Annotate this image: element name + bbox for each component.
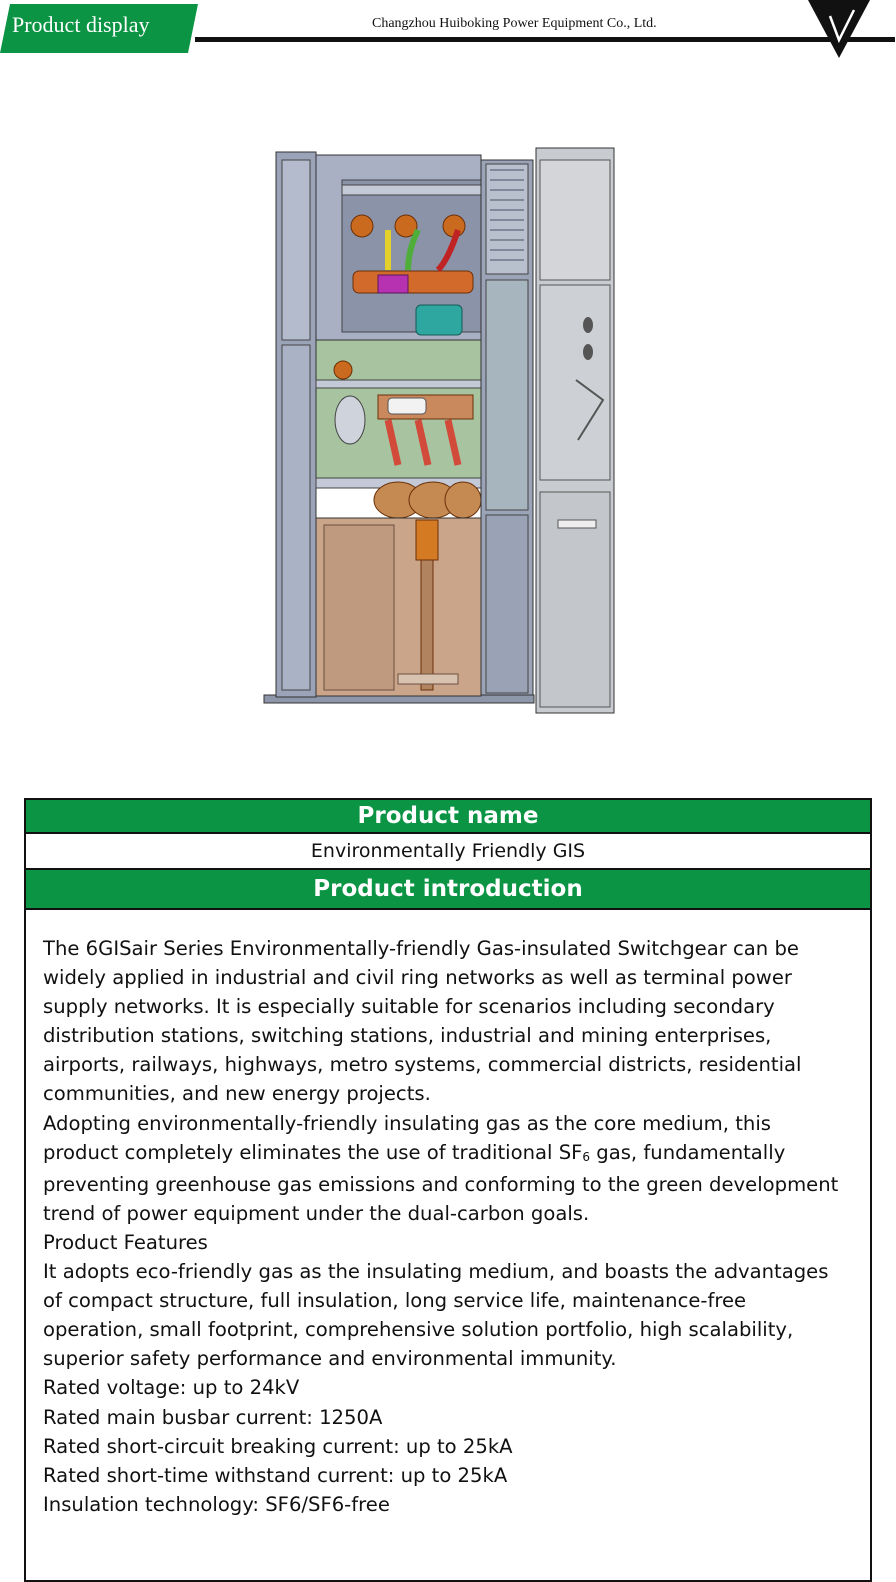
product-introduction-body: The 6GISair Series Environmentally-frien… [26,910,870,1580]
switchgear-illustration [263,147,615,714]
product-name-value: Environmentally Friendly GIS [26,832,870,868]
intro-paragraph-2: Adopting environmentally-friendly insula… [43,1109,852,1228]
product-table: Product name Environmentally Friendly GI… [24,798,872,1582]
paragraph-2-part-1: Adopting environmentally-friendly insula… [43,1111,771,1164]
section-badge-label: Product display [12,12,150,37]
badge-shape [0,4,198,53]
v-triangle-logo-icon [808,0,870,58]
spec-line: Insulation technology: SF6/SF6-free [43,1492,390,1516]
spec-line: Rated short-circuit breaking current: up… [43,1434,513,1458]
sf6-subscript: 6 [582,1149,591,1164]
features-paragraph: It adopts eco-friendly gas as the insula… [43,1260,829,1371]
product-name-heading: Product name [26,800,870,832]
page-header: Product display Changzhou Huiboking Powe… [0,0,896,60]
paragraph-2-part-2: gas, fundamentally preventing greenhouse… [43,1140,839,1225]
product-introduction-heading: Product introduction [26,868,870,910]
spec-line: Rated short-time withstand current: up t… [43,1463,508,1487]
spec-line: Rated main busbar current: 1250A [43,1405,383,1429]
company-name: Changzhou Huiboking Power Equipment Co.,… [372,16,657,31]
spec-line: Rated voltage: up to 24kV [43,1376,300,1400]
intro-paragraph-1: The 6GISair Series Environmentally-frien… [43,937,802,1106]
header-rule [195,37,895,42]
features-heading: Product Features [43,1230,208,1254]
